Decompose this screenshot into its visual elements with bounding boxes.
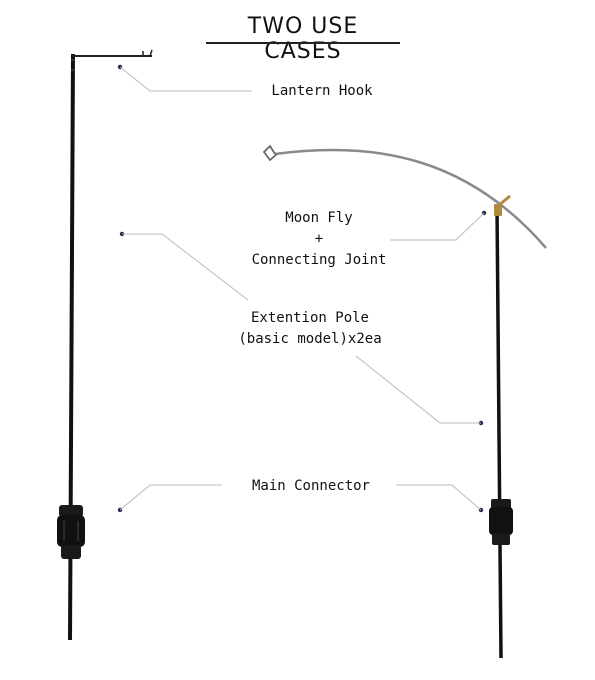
leader-line-extension-pole-left xyxy=(122,233,249,301)
label-moon-fly: Moon Fly xyxy=(285,210,353,226)
callouts xyxy=(117,64,487,513)
leader-line-lantern-hook xyxy=(119,66,252,92)
right-extension-pole xyxy=(495,207,503,659)
moon-fly-hook-tip xyxy=(262,144,278,162)
label-plus: + xyxy=(314,231,324,247)
leader-line-extension-pole-right xyxy=(355,355,481,424)
title-underline xyxy=(206,42,400,44)
left-main-connector xyxy=(57,505,85,559)
leader-line-moon-fly xyxy=(390,212,485,241)
label-extension-pole-line2: (basic model)x2ea xyxy=(238,331,382,347)
connecting-joint xyxy=(494,194,511,216)
label-extension-pole-line1: Extention Pole xyxy=(250,310,369,326)
label-moon-fly-connecting-joint: Moon Fly + Connecting Joint xyxy=(238,208,400,271)
label-main-connector: Main Connector xyxy=(251,478,370,494)
label-lantern-hook: Lantern Hook xyxy=(271,83,373,99)
label-extension-pole: Extention Pole (basic model)x2ea xyxy=(224,308,396,350)
leader-line-main-connector-left xyxy=(119,484,222,511)
label-connecting-joint: Connecting Joint xyxy=(251,252,387,268)
right-main-connector xyxy=(489,499,513,545)
leader-line-main-connector-right xyxy=(396,484,482,511)
lantern-hook xyxy=(71,49,153,71)
moon-fly-arc xyxy=(274,148,547,249)
lantern-hook-setup xyxy=(57,49,153,641)
moon-fly-setup xyxy=(262,144,547,659)
